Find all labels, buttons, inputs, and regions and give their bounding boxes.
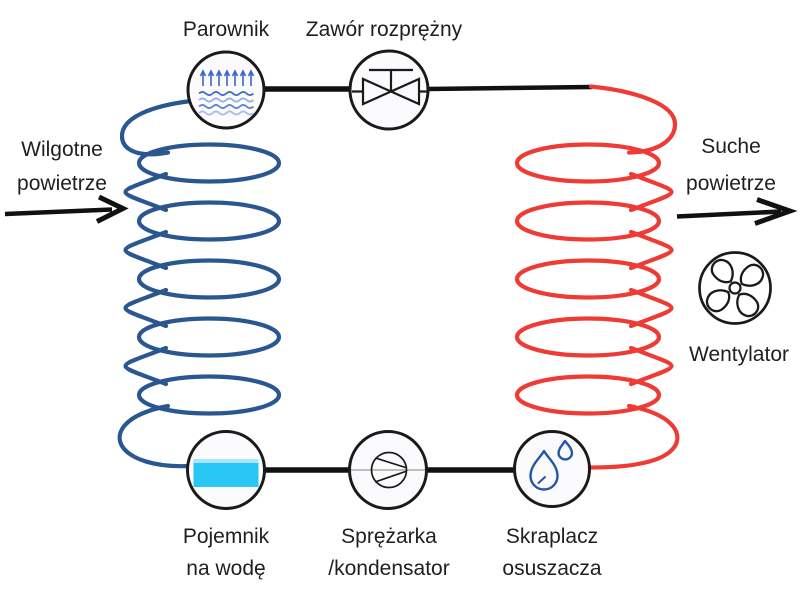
humid-air-arrowhead [95, 194, 129, 224]
hot-coil-bottom-connector [587, 403, 680, 470]
evaporator-label: Parownik [183, 18, 270, 41]
fan-blades [705, 258, 765, 318]
condenser-label-line2: osuszacza [502, 557, 602, 580]
hot-coil-connector [628, 171, 674, 213]
compressor-label-line2: /kondensator [328, 557, 449, 580]
water-surface [193, 459, 259, 463]
droplet-shine [537, 476, 546, 484]
valve-stem [369, 68, 413, 92]
condenser-label-line1: Skraplacz [506, 525, 598, 548]
humid-air-arrow [4, 194, 129, 224]
cold-coil-loop [136, 258, 282, 300]
valve-icon [352, 68, 427, 106]
hot-coil-connector [628, 229, 674, 271]
cold-coil-loop [136, 374, 282, 416]
evaporation-waves-icon [198, 69, 255, 116]
pipe-valve-hotcoil [426, 84, 593, 92]
hot-coil-loop [514, 258, 662, 300]
compressor-icon [351, 451, 425, 489]
evaporator-node [186, 50, 266, 130]
dry-air-arrow [676, 197, 798, 226]
cold-coil-connector [123, 171, 169, 213]
cold-coil-top-connector [119, 98, 194, 157]
compressor-body [370, 451, 408, 489]
hot-coil-loop [514, 316, 662, 358]
small-droplet [557, 439, 574, 461]
humid-air-label-line1: Wilgotne [21, 138, 103, 161]
fan-rim [698, 251, 772, 325]
component-nodes [186, 49, 591, 510]
dry-air-label-line2: powietrze [686, 172, 776, 195]
evaporation-arrows [199, 69, 255, 86]
fan-hub [728, 281, 742, 295]
hot-coil-loop [514, 142, 662, 184]
cold-coil-loop [136, 316, 282, 358]
condenser-node [513, 430, 591, 508]
expansion-valve-label: Zawór rozprężny [306, 18, 463, 41]
refrigerant-pipes [263, 84, 593, 473]
dry-air-label-line1: Suche [701, 135, 761, 158]
cold-coil-connector [123, 287, 169, 329]
droplets-icon [529, 439, 574, 491]
cold-coil [117, 98, 282, 469]
cold-coil-loop [136, 200, 282, 242]
water-tank-icon [193, 459, 259, 487]
hot-coil-connector [628, 287, 674, 329]
hot-coil-loop [514, 374, 662, 416]
dry-air-arrowhead [754, 197, 798, 226]
airflow-arrows [4, 194, 798, 226]
big-droplet [529, 449, 559, 491]
water-container-label-line1: Pojemnik [183, 525, 270, 548]
cold-coil-connector [123, 229, 169, 271]
water-container-label-line2: na wodę [186, 557, 265, 580]
water-waves [198, 91, 255, 116]
hot-coil-loop [514, 200, 662, 242]
cold-coil-bottom-connector [117, 403, 192, 469]
compressor-label-line1: Sprężarka [341, 525, 437, 548]
hot-coil [514, 84, 680, 470]
cold-coil-loop [136, 142, 282, 184]
fan-label: Wentylator [689, 343, 789, 366]
cold-coil-connector [123, 345, 169, 387]
fan-icon [698, 251, 772, 325]
hot-coil-top-connector [588, 84, 678, 155]
water-fill [193, 459, 259, 487]
hot-coil-connector [628, 345, 674, 387]
humid-air-label-line2: powietrze [17, 172, 107, 195]
compressor-vanes [374, 457, 406, 483]
